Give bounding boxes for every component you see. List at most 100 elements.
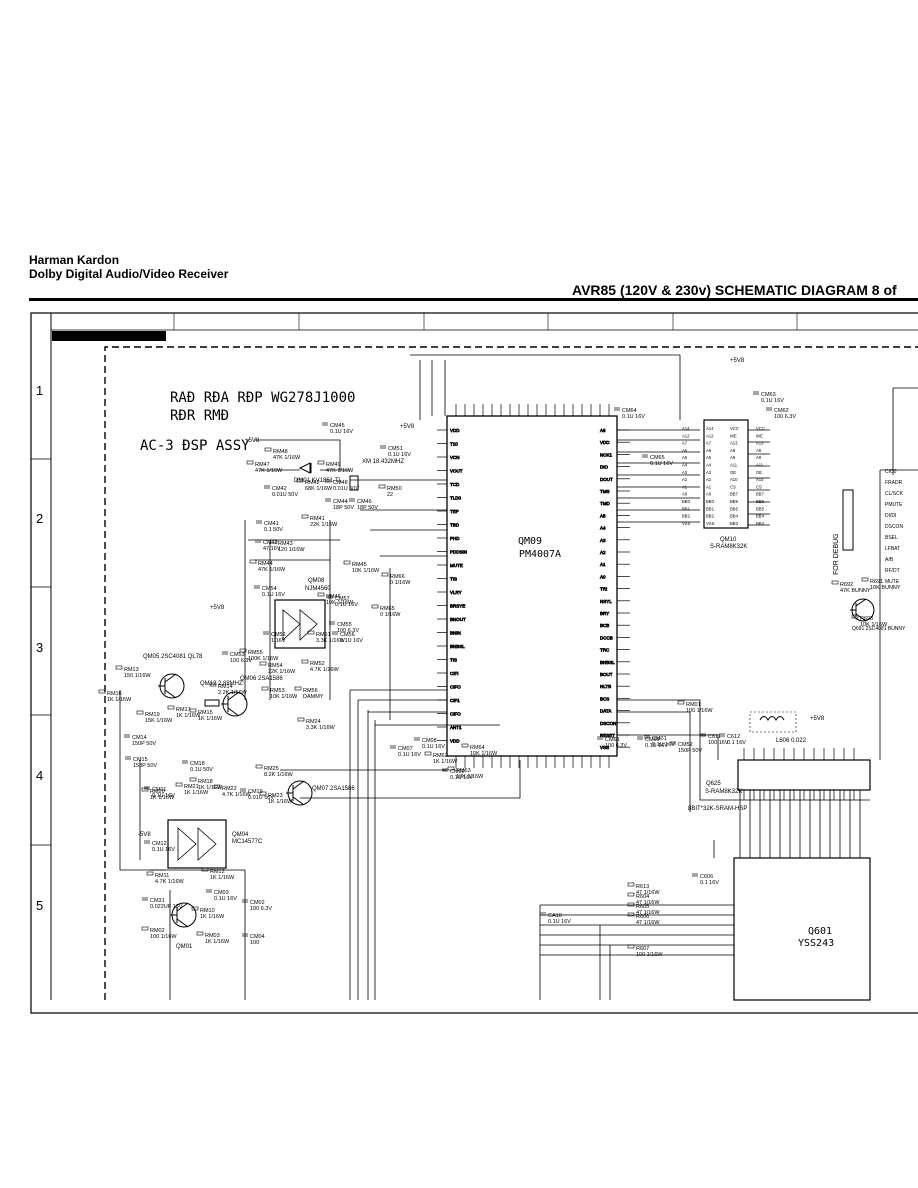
resistor-ref: R606 — [636, 914, 649, 920]
chip-qm09: QM09 PM4007A VDDT10VCNVOUTTCDTLD0TEPTBDP… — [437, 404, 630, 768]
capacitor-ref: CM54 — [262, 586, 277, 592]
resistor-ref: RM23 — [268, 793, 283, 799]
qm10-net-left: A12 — [682, 433, 690, 438]
capacitor-value: 0.1U 16V — [450, 775, 473, 781]
qm10-pin-right: BB4 — [730, 514, 739, 519]
resistor-value: 2.2K 1/16W — [218, 690, 248, 696]
capacitor-ref: CM51 — [388, 446, 403, 452]
chip-q601: Q601 YSS243 — [733, 857, 871, 1001]
resistor-value: 22K 1/16W — [310, 522, 338, 528]
qm09-pin-right: A4 — [600, 526, 606, 531]
qm10-pin-left: A7 — [706, 441, 712, 446]
qm10-pin-right: BB7 — [730, 492, 739, 497]
capacitor-ref: CM14 — [132, 735, 147, 741]
capacitor-ref: CM03 — [214, 890, 229, 896]
capacitor-value: 0.01U 50V — [333, 486, 359, 492]
capacitor-value: 150P 50V — [132, 741, 156, 747]
resistor-ref: RM15 — [198, 710, 213, 716]
chip-qm08: QM08 NJM4560 — [274, 578, 331, 649]
qm09-pin-right: A0 — [600, 574, 606, 579]
qm10-pin-right: WE — [730, 433, 737, 438]
resistor-ref: RM49 — [326, 462, 341, 468]
resistor-ref: RM19 — [145, 712, 160, 718]
capacitor-value: 0.1 50V — [264, 527, 283, 533]
qm09-pin-left: PDDSIN — [450, 550, 467, 555]
row-label-1: 1 — [36, 383, 43, 398]
qm10-pin-right: A8 — [730, 448, 736, 453]
qm09-pin-right: A6 — [600, 428, 606, 433]
qm10-net-left: VSS — [682, 521, 691, 526]
qm09-part: PM4007A — [519, 549, 561, 560]
resistor-ref: RM25 — [264, 766, 279, 772]
qm08-ref: QM08 — [308, 578, 325, 584]
qm04-ref: QM04 — [232, 832, 249, 838]
supply-label-6: +5V8 — [810, 716, 825, 722]
resistor-ref: RM63 — [456, 768, 471, 774]
product-line: Dolby Digital Audio/Video Receiver — [29, 267, 229, 281]
qm10-net-left: A5 — [682, 455, 688, 460]
qm10-part: S-RAM8K32K — [710, 544, 747, 550]
resistor-ref: RM46 — [326, 594, 341, 600]
qm10-net-right: WE — [756, 433, 763, 438]
chip-q625: Q625 S-RAM8K32K 8BIT*32K-SRAM-HSP — [688, 748, 871, 812]
resistor-value: 15K 1/16W — [145, 718, 173, 724]
qm10-pin-left: BB1 — [706, 506, 715, 511]
resistor-ref: RM24 — [306, 719, 321, 725]
qm10-pin-left: BB2 — [706, 514, 715, 519]
supply-label-2: +5V8 — [400, 424, 415, 430]
capacitor-value: 0.1U 16V — [152, 847, 175, 853]
resistor-value: 47 1/16W — [636, 920, 660, 926]
qm09-pin-left: PHD — [450, 536, 460, 541]
qm09-pin-left: BNBSL — [450, 644, 465, 649]
resistor-value: 47 1/16W — [636, 890, 660, 896]
resistor-ref: RM55 — [248, 650, 263, 656]
resistor-value: 10K 1/16W — [270, 694, 298, 700]
capacitor-value: 0.1U 16V — [340, 638, 363, 644]
qm10-ref: QM10 — [720, 537, 737, 543]
resistor-value: 3.3K 1/16W — [316, 638, 346, 644]
qm09-pin-right: TRC — [600, 648, 610, 653]
resistor-value: 47K 1/16W — [273, 455, 301, 461]
resistor-ref: RM42 — [305, 480, 320, 486]
resistor-ref: RM47 — [255, 462, 270, 468]
resistor-ref: RM11 — [155, 873, 169, 879]
transistor-qm07: QM07 2SA1586 — [286, 780, 355, 806]
resistor-value: 1K 1/16W — [205, 939, 230, 945]
resistor-ref: RM52 — [310, 661, 325, 667]
q601-part: YSS243 — [798, 938, 834, 949]
wiring — [119, 354, 870, 1000]
resistor-value: 1K 1/16W — [198, 785, 223, 791]
resistor-ref: RM66 — [390, 574, 405, 580]
resistor-value: 47K 1/16W — [326, 468, 354, 474]
resistor-ref: RM62 — [433, 753, 448, 759]
resistor-value: 10K 1/16W — [326, 600, 354, 606]
qm08-part: NJM4560 — [305, 586, 331, 592]
qm10-net-left: A14 — [682, 426, 690, 431]
resistor-ref: RM01 — [686, 702, 701, 708]
qm10-pin-left: A6 — [706, 448, 712, 453]
qm09-pin-left: MUTE — [450, 563, 463, 568]
capacitor-value: 18P 50V — [333, 505, 354, 511]
capacitor-ref: CM60 — [645, 737, 660, 743]
capacitor-ref: CM53 — [230, 652, 245, 658]
brand-name: Harman Kardon — [29, 253, 120, 267]
capacitor-ref: CM01 — [652, 736, 667, 742]
crystal-label: XM 18.432MHZ — [362, 459, 404, 465]
qm10-net-left: A3 — [682, 470, 688, 475]
capacitor-ref: CM46 — [357, 499, 372, 505]
resistor-ref: RM44 — [258, 561, 273, 567]
qm12-label: QM12 2.88MHZ — [200, 681, 243, 687]
qm09-pin-right: BOUT — [600, 672, 613, 677]
capacitor-ref: CM12 — [152, 841, 167, 847]
crystal-qm12: QM12 2.88MHZ — [200, 681, 243, 707]
capacitor-ref: CM52 — [678, 742, 693, 748]
resistor-value: 1K 1/16W — [210, 875, 235, 881]
resistor-value: 0 1/16W — [380, 612, 401, 618]
qm09-pin-right: NSYL — [600, 599, 612, 604]
qm10-net-left: A4 — [682, 463, 688, 468]
qm09-pin-left: VCN — [450, 455, 460, 460]
qm10-net-right: A11 — [756, 463, 764, 468]
qm09-pin-left: BNIN — [450, 631, 461, 636]
header-rule — [29, 298, 918, 301]
